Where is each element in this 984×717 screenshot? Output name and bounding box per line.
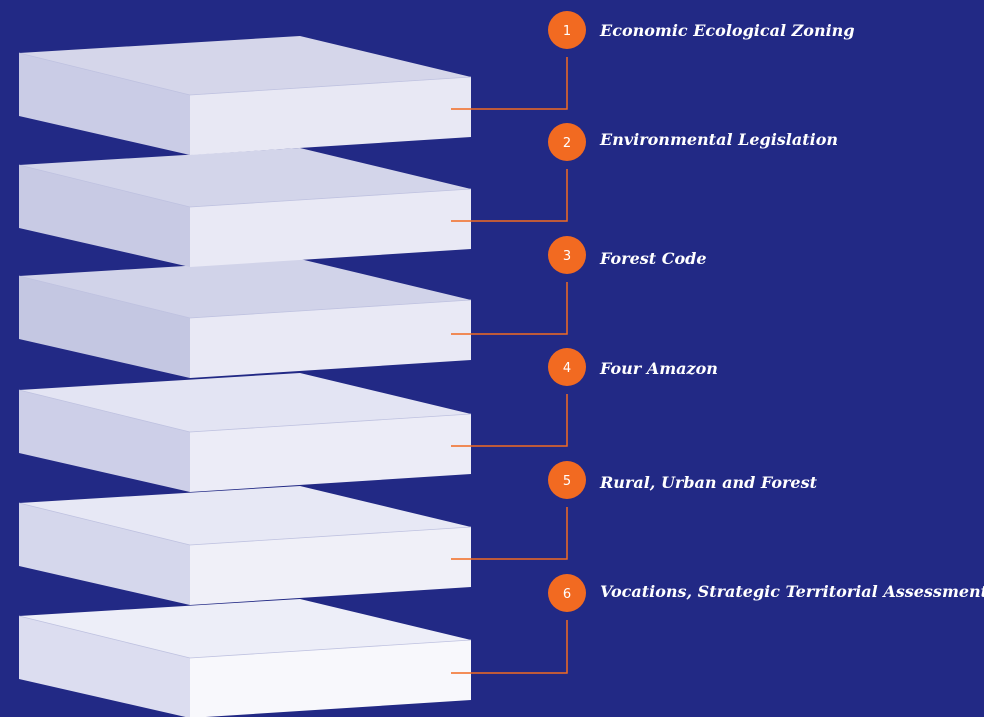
layer-1-edge [18,52,472,96]
layer-6-number-badge [548,574,586,612]
layer-3-number: 3 [563,249,571,264]
layer-3-connector [451,282,568,335]
layer-2-connector [451,169,568,222]
layer-1-label: Economic Ecological Zoning [600,21,855,40]
layer-1-number: 1 [563,24,571,39]
layer-3-front-face [190,300,471,378]
layer-6-label: Vocations, Strategic Territorial Assessm… [600,582,984,601]
layer-2-label: Environmental Legislation [600,130,839,149]
layer-4-top-face [19,373,471,432]
layer-5-number-badge [548,461,586,499]
layer-3-label: Forest Code [600,249,707,268]
layer-4-front-face [190,414,471,492]
layer-6-front-face [190,640,471,717]
layer-6-edge [18,615,472,659]
layer-5 [18,486,472,605]
layer-2 [18,148,472,267]
layer-3-number-badge [548,236,586,274]
layer-2-number-badge [548,123,586,161]
layer-6-top-face [19,599,471,658]
layer-4-number: 4 [563,361,571,376]
layer-2-number: 2 [563,136,571,151]
layer-1-side-face [19,53,190,155]
layer-1-top-face [19,36,471,95]
layer-1-front-face [190,77,471,155]
layer-6-connector [451,620,568,674]
layer-5-number: 5 [563,474,571,489]
layer-6-side-face [19,616,190,717]
layer-5-connector [451,507,568,560]
layer-2-top-face [19,148,471,207]
layer-2-side-face [19,165,190,267]
layer-4-number-badge [548,348,586,386]
layer-5-edge [18,502,472,546]
layer-1-connector [451,57,568,110]
layer-5-front-face [190,527,471,605]
layer-3-edge [18,275,472,319]
layer-5-side-face [19,503,190,605]
layer-5-top-face [19,486,471,545]
layer-6 [18,599,472,717]
layer-4-label: Four Amazon [600,359,718,378]
layer-6-number: 6 [563,587,571,602]
layer-4-side-face [19,390,190,492]
layer-3-top-face [19,259,471,318]
layer-2-edge [18,164,472,208]
layer-3-side-face [19,276,190,378]
layer-1 [18,36,472,155]
layer-1-number-badge [548,11,586,49]
layer-5-label: Rural, Urban and Forest [600,473,818,492]
layer-4 [18,373,472,492]
layer-2-front-face [190,189,471,267]
layer-4-connector [451,394,568,447]
layer-3 [18,259,472,378]
layer-4-edge [18,389,472,433]
